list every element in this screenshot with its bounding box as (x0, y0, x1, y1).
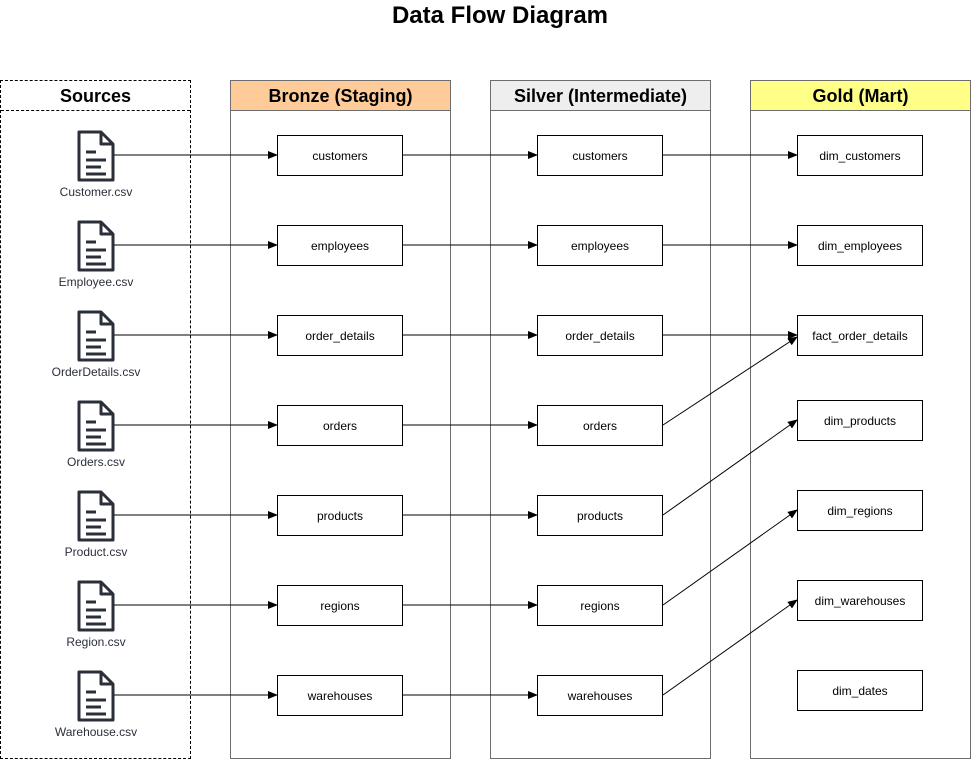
gold-node-dim-employees[interactable]: dim_employees (797, 225, 923, 266)
sources-lane-header: Sources (1, 81, 190, 111)
bronze-node-orders[interactable]: orders (277, 405, 403, 446)
source-file[interactable]: Employee.csv (26, 220, 166, 289)
document-icon (77, 580, 115, 632)
gold-node-dim-warehouses[interactable]: dim_warehouses (797, 580, 923, 621)
sources-lane: Sources (0, 80, 191, 759)
bronze-node-order-details[interactable]: order_details (277, 315, 403, 356)
silver-node-warehouses[interactable]: warehouses (537, 675, 663, 716)
gold-lane-header: Gold (Mart) (751, 81, 970, 111)
silver-lane-header: Silver (Intermediate) (491, 81, 710, 111)
source-file[interactable]: Warehouse.csv (26, 670, 166, 739)
silver-node-order-details[interactable]: order_details (537, 315, 663, 356)
gold-node-dim-dates[interactable]: dim_dates (797, 670, 923, 711)
source-file-label: Orders.csv (66, 455, 125, 469)
source-file-label: Product.csv (64, 545, 128, 559)
bronze-node-regions[interactable]: regions (277, 585, 403, 626)
bronze-node-warehouses[interactable]: warehouses (277, 675, 403, 716)
source-file[interactable]: OrderDetails.csv (26, 310, 166, 379)
source-file[interactable]: Customer.csv (26, 130, 166, 199)
source-file-label: Region.csv (66, 635, 126, 649)
document-icon (77, 130, 115, 182)
silver-node-orders[interactable]: orders (537, 405, 663, 446)
bronze-node-products[interactable]: products (277, 495, 403, 536)
bronze-node-customers[interactable]: customers (277, 135, 403, 176)
document-icon (77, 310, 115, 362)
gold-node-dim-products[interactable]: dim_products (797, 400, 923, 441)
bronze-lane-header: Bronze (Staging) (231, 81, 450, 111)
document-icon (77, 400, 115, 452)
source-file-label: Employee.csv (58, 275, 134, 289)
diagram-title: Data Flow Diagram (391, 2, 609, 29)
source-file-label: Warehouse.csv (54, 725, 138, 739)
document-icon (77, 670, 115, 722)
gold-node-fact-order-details[interactable]: fact_order_details (797, 315, 923, 356)
source-file[interactable]: Orders.csv (26, 400, 166, 469)
document-icon (77, 220, 115, 272)
source-file-label: OrderDetails.csv (51, 365, 141, 379)
silver-node-customers[interactable]: customers (537, 135, 663, 176)
source-file[interactable]: Region.csv (26, 580, 166, 649)
silver-node-employees[interactable]: employees (537, 225, 663, 266)
gold-node-dim-regions[interactable]: dim_regions (797, 490, 923, 531)
source-file-label: Customer.csv (59, 185, 133, 199)
bronze-node-employees[interactable]: employees (277, 225, 403, 266)
silver-node-products[interactable]: products (537, 495, 663, 536)
silver-node-regions[interactable]: regions (537, 585, 663, 626)
gold-node-dim-customers[interactable]: dim_customers (797, 135, 923, 176)
document-icon (77, 490, 115, 542)
source-file[interactable]: Product.csv (26, 490, 166, 559)
